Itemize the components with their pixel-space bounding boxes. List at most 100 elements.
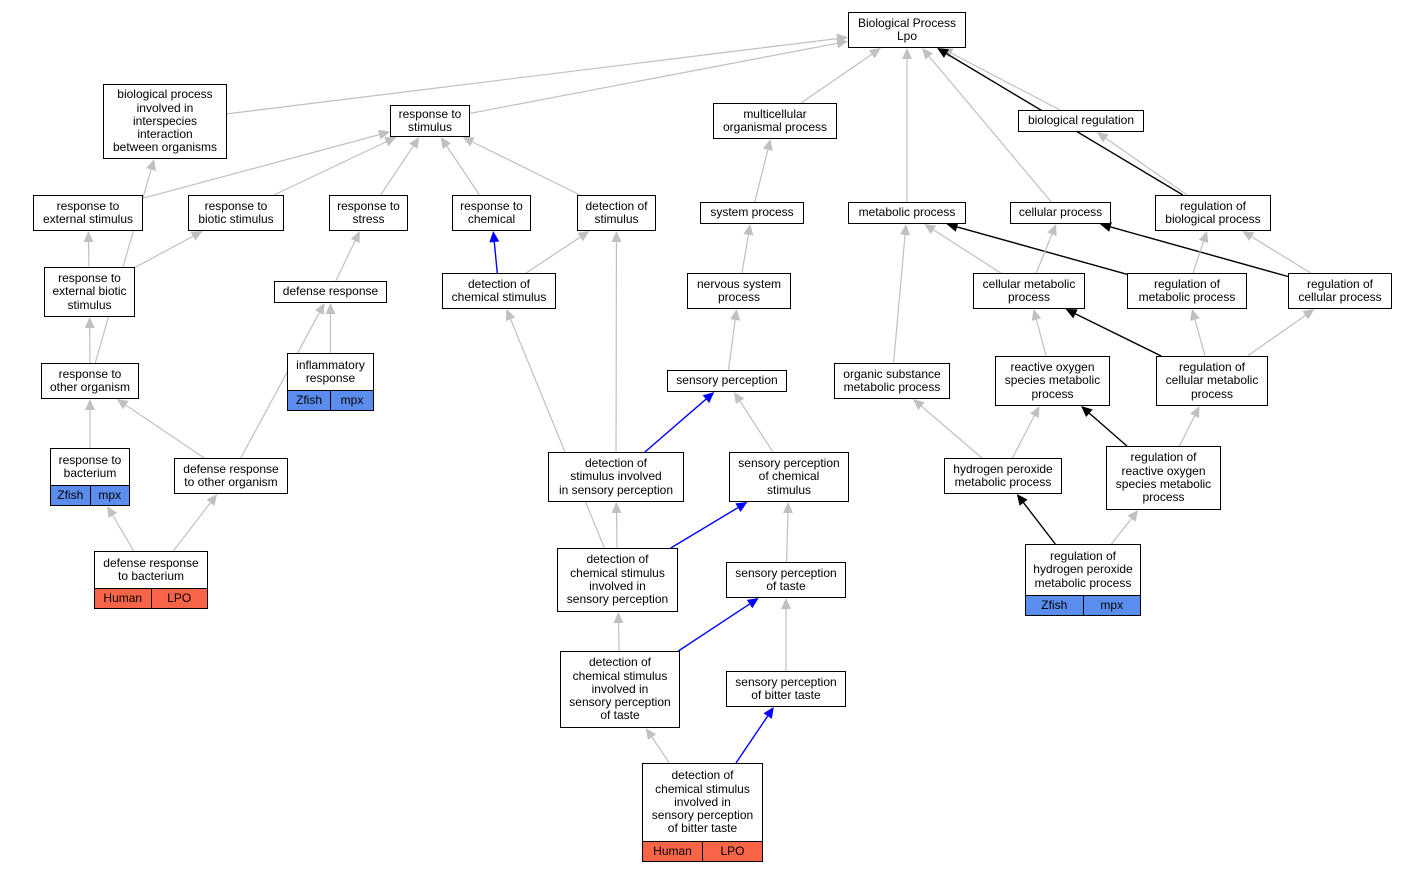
- node-rst: response to stress: [329, 195, 408, 231]
- edge-line: [739, 400, 774, 453]
- edge-line: [1194, 319, 1206, 357]
- edge-arrowhead: [409, 137, 420, 149]
- edge-arrowhead: [868, 48, 881, 59]
- edge-line: [933, 229, 1002, 274]
- edge-rcmp-to-rmp: [1190, 309, 1206, 357]
- node-label: organic substance metabolic process: [843, 366, 941, 394]
- node-label: response to stimulus: [398, 106, 462, 134]
- node-mop: multicellular organismal process: [713, 103, 837, 139]
- node-cellp: cellular process: [1010, 202, 1111, 224]
- edge-rbp-to-breg: [1096, 132, 1188, 196]
- edge-dcsispt-to-spt: [677, 598, 759, 652]
- edge-hpmp-to-osmp: [913, 399, 983, 459]
- edge-arrowhead: [1190, 309, 1200, 321]
- edge-line: [472, 141, 581, 196]
- node-rebs: response to external biotic stimulus: [44, 267, 135, 317]
- edge-drto-to-defr: [240, 303, 325, 459]
- node-label: biological regulation: [1027, 113, 1135, 128]
- node-rmp: regulation of metabolic process: [1127, 273, 1247, 309]
- node-dcsisp: detection of chemical stimulus involved …: [557, 548, 678, 612]
- edge-arrowhead: [746, 598, 759, 609]
- node-label: multicellular organismal process: [722, 106, 828, 134]
- node-rch: response to chemical: [452, 195, 531, 231]
- edge-rcp-to-cellp: [1099, 222, 1289, 278]
- node-label: metabolic process: [858, 205, 956, 220]
- node-label: response to biotic stimulus: [198, 198, 274, 226]
- node-spbt: sensory perception of bitter taste: [726, 671, 846, 707]
- edge-arrowhead: [763, 707, 774, 719]
- edge-arrowhead: [782, 502, 793, 514]
- edge-dcsispt-to-dcsisp: [613, 612, 624, 652]
- node-label: reactive oxygen species metabolic proces…: [1004, 360, 1101, 401]
- edge-rtb-to-rto: [85, 399, 95, 448]
- edge-arrowhead: [781, 598, 791, 609]
- edge-rrosmp-to-rosmp: [1081, 406, 1128, 447]
- edge-arrowhead: [1047, 224, 1057, 237]
- edge-breg-to-bp: [941, 48, 1061, 111]
- node-label: sensory perception: [676, 373, 778, 388]
- edge-drto-to-rto: [116, 399, 205, 459]
- edge-rmp-to-rbp: [1192, 231, 1209, 274]
- edge-sysp-to-mop: [754, 139, 773, 203]
- edge-rmp-to-metp: [946, 222, 1128, 275]
- edge-arrowhead: [325, 303, 336, 314]
- node-spt: sensory perception of taste: [726, 562, 846, 598]
- edge-line: [670, 507, 739, 549]
- gene-tag: LPO: [702, 842, 762, 861]
- node-dcs: detection of chemical stimulus: [442, 273, 556, 309]
- edge-arrowhead: [937, 48, 950, 58]
- edge-arrowhead: [107, 506, 118, 519]
- edge-arrowhead: [350, 231, 360, 244]
- node-label: defense response to other organism: [183, 461, 279, 489]
- edge-line: [226, 38, 838, 115]
- edge-arrowhead: [384, 137, 397, 147]
- edge-arrowhead: [190, 231, 203, 241]
- species-tag: Human: [643, 842, 702, 861]
- edge-arrowhead: [900, 224, 911, 236]
- edge-arrowhead: [206, 494, 218, 506]
- edge-line: [525, 236, 581, 274]
- node-label: system process: [710, 205, 794, 220]
- edge-line: [1247, 314, 1306, 357]
- gene-tag: mpx: [1082, 596, 1140, 615]
- edge-cmp-to-cellp: [1035, 224, 1057, 274]
- node-label: regulation of metabolic process: [1138, 276, 1236, 304]
- edge-spcs-to-sp: [734, 392, 774, 453]
- node-defr: defense response: [274, 281, 387, 303]
- node-rbp: regulation of biological process: [1155, 195, 1271, 231]
- gene-tag: mpx: [89, 486, 129, 505]
- edge-dcsisp-to-dcs: [505, 309, 605, 549]
- edge-res-to-rts: [142, 129, 390, 199]
- edge-rbs-to-rts: [273, 137, 397, 196]
- edge-rcmp-to-cmp: [1065, 309, 1162, 357]
- edge-arrowhead: [489, 231, 500, 243]
- edge-line: [950, 52, 1061, 111]
- edge-line: [651, 736, 670, 764]
- edge-drb-to-rtb: [107, 506, 135, 552]
- edge-line: [644, 398, 707, 453]
- edge-metp-to-bp: [902, 48, 912, 202]
- node-hpmp: hydrogen peroxide metabolic process: [944, 458, 1062, 494]
- edge-line: [273, 141, 387, 196]
- node-label: inflammatory response: [296, 357, 365, 385]
- node-label: sensory perception of chemical stimulus: [738, 456, 840, 497]
- node-label: defense response to bacterium: [103, 555, 199, 583]
- edge-rebs-to-res: [83, 231, 94, 268]
- edge-line: [1110, 226, 1289, 278]
- node-label: response to external biotic stimulus: [52, 271, 127, 312]
- edge-arrowhead: [505, 309, 516, 322]
- node-label: sensory perception of taste: [735, 565, 837, 593]
- node-rbs: response to biotic stimulus: [188, 195, 284, 231]
- edge-arrowhead: [1065, 309, 1078, 319]
- edge-dcs-to-rch: [489, 231, 500, 274]
- edge-arrowhead: [645, 728, 657, 740]
- node-rcmp: regulation of cellular metabolic process: [1156, 356, 1268, 406]
- edge-line: [125, 404, 205, 459]
- edge-arrowhead: [611, 231, 622, 243]
- node-label: cellular process: [1018, 205, 1103, 220]
- node-nsp: nervous system process: [687, 273, 791, 309]
